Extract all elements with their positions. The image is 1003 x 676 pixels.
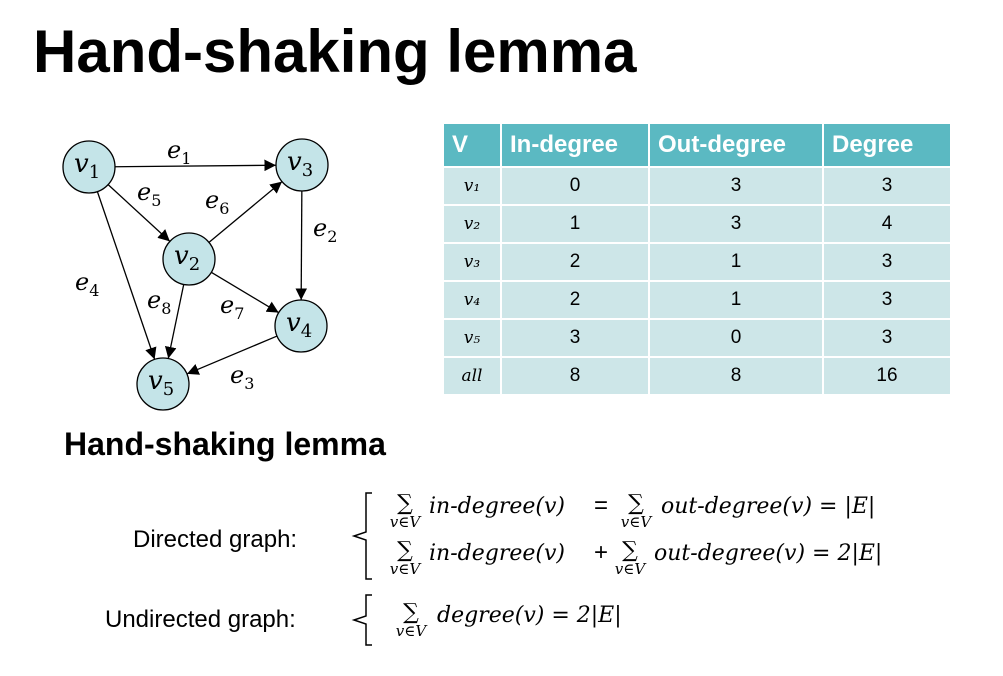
cell-degree: 3 [822, 280, 952, 320]
edge-e4 [96, 191, 157, 360]
edge-label-e2: e2 [313, 214, 337, 246]
cell-vertex: v₄ [442, 280, 502, 320]
edges-layer [96, 159, 308, 375]
node-label-v4: v4 [286, 308, 312, 342]
node-label-v5: v5 [148, 366, 174, 400]
cell-out-degree: 8 [648, 356, 824, 396]
sum-2a: ∑v∈V [389, 538, 421, 578]
cell-degree: 3 [822, 318, 952, 358]
edge-e1 [114, 159, 277, 172]
cell-out-degree: 0 [648, 318, 824, 358]
page-title: Hand-shaking lemma [33, 18, 637, 85]
edge-label-e8: e8 [147, 286, 171, 318]
undirected-brace [351, 594, 372, 646]
edge-e6 [208, 181, 283, 243]
cell-in-degree: 1 [500, 204, 650, 244]
lemma-heading: Hand-shaking lemma [64, 426, 386, 462]
cell-degree: 16 [822, 356, 952, 396]
directed-brace [351, 492, 372, 580]
cell-in-degree: 2 [500, 242, 650, 282]
formula-2-plus: + [594, 539, 609, 566]
nodes-layer: v1 v2 v3 v4 v5 [62, 138, 329, 411]
edge-label-e6: e6 [205, 186, 229, 218]
header-v: V [442, 122, 502, 168]
cell-out-degree: 3 [648, 204, 824, 244]
cell-degree: 3 [822, 166, 952, 206]
sum-2b: ∑v∈V [614, 538, 646, 578]
sum-3: ∑v∈V [395, 600, 427, 640]
edge-label-e5: e5 [137, 178, 161, 210]
formula-2-right: out-degree(v) = 2|E| [654, 541, 883, 566]
node-v2 [162, 232, 216, 286]
node-label-v2: v2 [174, 241, 200, 275]
cell-degree: 3 [822, 242, 952, 282]
header-in-degree: In-degree [500, 122, 650, 168]
node-v1 [62, 140, 116, 194]
cell-in-degree: 2 [500, 280, 650, 320]
formula-1-equals: = [594, 492, 609, 519]
cell-vertex: v₃ [442, 242, 502, 282]
edge-label-e3: e3 [230, 361, 254, 393]
edge-e5 [107, 184, 171, 242]
edge-label-e7: e7 [220, 291, 244, 323]
sum-1a: ∑v∈V [389, 491, 421, 531]
edge-e2 [295, 190, 308, 301]
cell-vertex: v₅ [442, 318, 502, 358]
cell-out-degree: 1 [648, 242, 824, 282]
node-v3 [275, 138, 329, 192]
node-label-v3: v3 [287, 147, 313, 181]
header-degree: Degree [822, 122, 952, 168]
node-v4 [274, 299, 328, 353]
edge-e3 [186, 335, 278, 375]
cell-in-degree: 8 [500, 356, 650, 396]
cell-vertex: v₂ [442, 204, 502, 244]
header-out-degree: Out-degree [648, 122, 824, 168]
edge-labels-layer: e1 e2 e3 e4 e5 e6 e7 e8 [75, 136, 337, 393]
edge-e7 [210, 271, 280, 314]
sum-1b: ∑v∈V [620, 491, 652, 531]
undirected-graph-label: Undirected graph: [105, 606, 296, 633]
formula-3: degree(v) = 2|E| [437, 603, 622, 628]
table-header-row: V In-degree Out-degree Degree [442, 122, 952, 168]
edge-label-e4: e4 [75, 268, 99, 300]
cell-in-degree: 0 [500, 166, 650, 206]
formula-1-right: out-degree(v) = |E| [661, 494, 876, 519]
cell-vertex: v₁ [442, 166, 502, 206]
formula-2-left: in-degree(v) [429, 541, 565, 566]
cell-out-degree: 1 [648, 280, 824, 320]
edge-e8 [164, 284, 185, 359]
edge-label-e1: e1 [167, 136, 191, 168]
formula-1-left: in-degree(v) [429, 494, 565, 519]
node-label-v1: v1 [74, 149, 100, 183]
cell-degree: 4 [822, 204, 952, 244]
node-v5 [136, 357, 190, 411]
directed-graph-label: Directed graph: [133, 526, 298, 553]
cell-vertex: all [442, 356, 502, 396]
cell-in-degree: 3 [500, 318, 650, 358]
cell-out-degree: 3 [648, 166, 824, 206]
